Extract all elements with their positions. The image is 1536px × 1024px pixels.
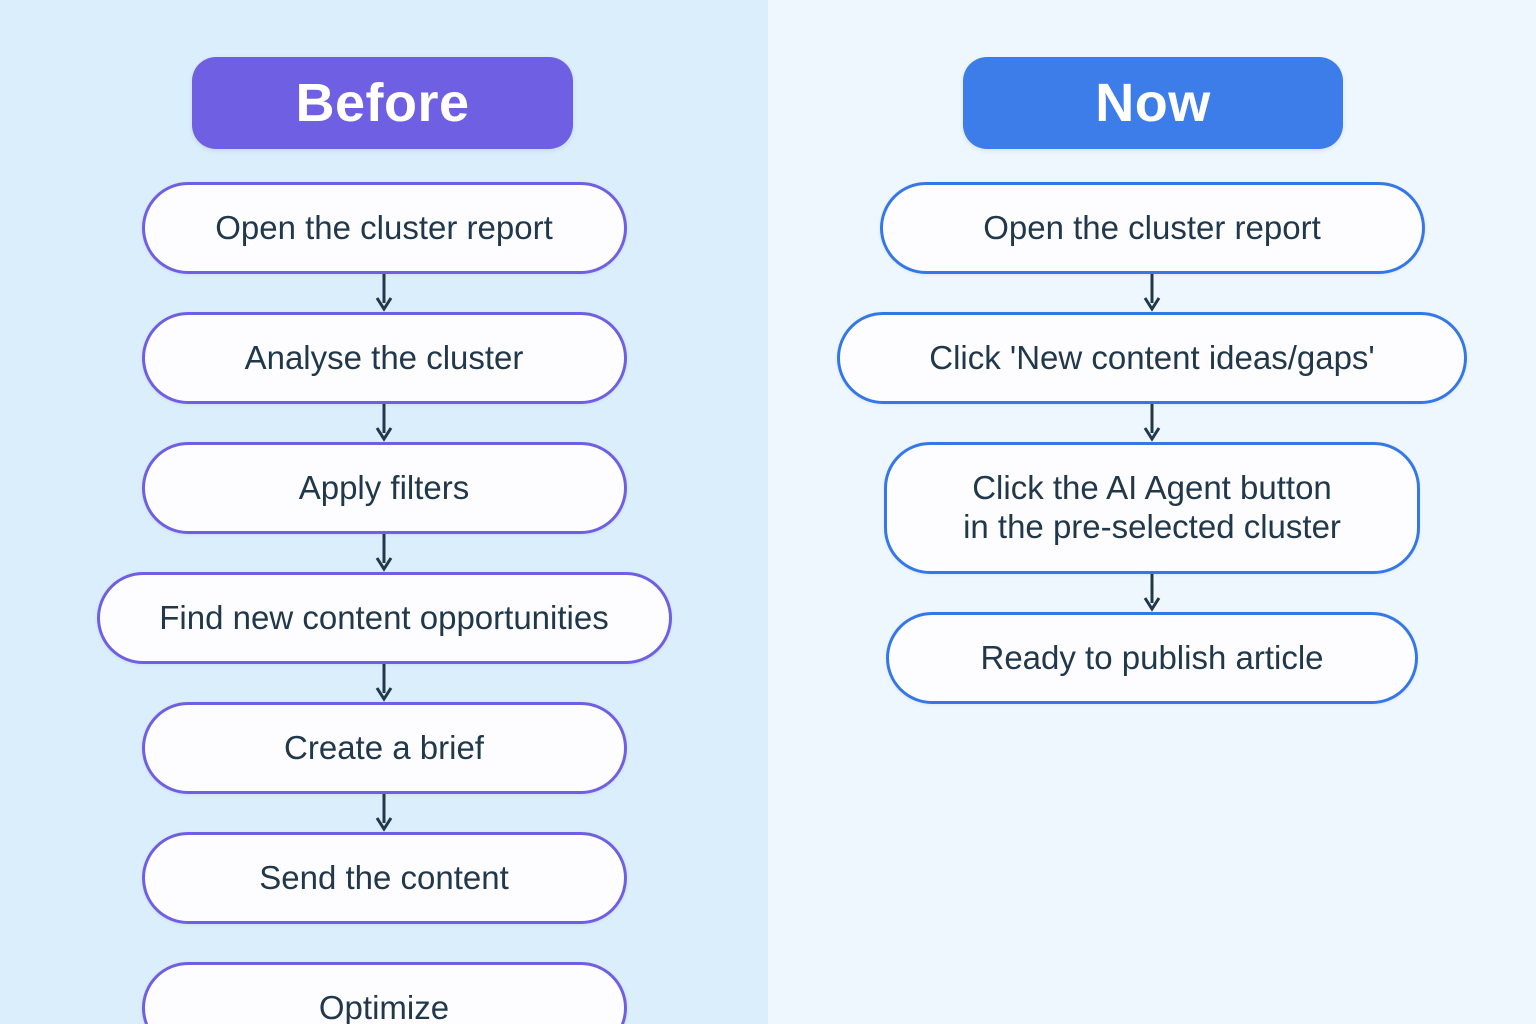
connector-arrow (0, 404, 768, 442)
flow-node-label: Create a brief (284, 728, 484, 766)
flow-node-apply-filters[interactable]: Apply filters (141, 442, 627, 534)
flow-node-open-cluster-report[interactable]: Open the cluster report (141, 182, 627, 274)
panel-before: Before Open the cluster report Analyse t… (0, 0, 768, 1024)
down-arrow-icon (1143, 574, 1161, 612)
connector-arrow (0, 534, 768, 572)
flow-row: Click the AI Agent button in the pre-sel… (768, 442, 1536, 574)
flow-row: Apply filters (0, 442, 768, 534)
connector-arrow (768, 574, 1536, 612)
header-label-now: Now (1095, 73, 1211, 133)
panel-now: Now Open the cluster report Click 'New c… (768, 0, 1536, 1024)
flow-row: Click 'New content ideas/gaps' (768, 312, 1536, 404)
down-arrow-icon (375, 534, 393, 572)
down-arrow-icon (375, 664, 393, 702)
flow-node-create-a-brief[interactable]: Create a brief (141, 702, 627, 794)
connector-arrow (0, 664, 768, 702)
header-label-before: Before (295, 73, 470, 133)
flow-node-label: Send the content (259, 858, 509, 896)
flow-row: Send the content (0, 832, 768, 924)
flow-node-find-new-content-opportunities[interactable]: Find new content opportunities (96, 572, 672, 664)
flow-node-label: Open the cluster report (983, 208, 1321, 246)
flow-row: Analyse the cluster (0, 312, 768, 404)
header-pill-before: Before (192, 57, 573, 149)
flow-node-label: Ready to publish article (980, 638, 1324, 676)
flow-node-label: Find new content opportunities (159, 598, 609, 636)
connector-arrow (0, 794, 768, 832)
flow-node-label: Open the cluster report (215, 208, 553, 246)
flow-node-optimize[interactable]: Optimize (141, 962, 627, 1024)
down-arrow-icon (1143, 274, 1161, 312)
flow-node-ready-to-publish-article[interactable]: Ready to publish article (886, 612, 1418, 704)
flow-row: Open the cluster report (0, 182, 768, 274)
down-arrow-icon (1143, 404, 1161, 442)
flow-node-analyse-the-cluster[interactable]: Analyse the cluster (141, 312, 627, 404)
flow-node-open-cluster-report[interactable]: Open the cluster report (879, 182, 1425, 274)
flow-row: Ready to publish article (768, 612, 1536, 704)
flow-node-label: Click the AI Agent button in the pre-sel… (963, 469, 1341, 545)
flow-node-click-ai-agent-button[interactable]: Click the AI Agent button in the pre-sel… (884, 442, 1420, 574)
flow-row: Open the cluster report (768, 182, 1536, 274)
flowchart-before: Open the cluster report Analyse the clus… (0, 182, 768, 1024)
flow-node-click-new-content-ideas-gaps[interactable]: Click 'New content ideas/gaps' (837, 312, 1467, 404)
flow-gap (0, 924, 768, 962)
flow-node-label: Click 'New content ideas/gaps' (929, 338, 1375, 376)
flow-row: Find new content opportunities (0, 572, 768, 664)
down-arrow-icon (375, 794, 393, 832)
flow-node-label: Analyse the cluster (244, 338, 524, 376)
down-arrow-icon (375, 274, 393, 312)
connector-arrow (768, 274, 1536, 312)
flow-node-send-the-content[interactable]: Send the content (141, 832, 627, 924)
flow-row: Optimize (0, 962, 768, 1024)
flowchart-now: Open the cluster report Click 'New conte… (768, 182, 1536, 704)
down-arrow-icon (375, 404, 393, 442)
flow-node-label: Optimize (318, 988, 450, 1024)
connector-arrow (768, 404, 1536, 442)
flow-node-label: Apply filters (298, 468, 470, 506)
connector-arrow (0, 274, 768, 312)
header-pill-now: Now (963, 57, 1343, 149)
flow-row: Create a brief (0, 702, 768, 794)
